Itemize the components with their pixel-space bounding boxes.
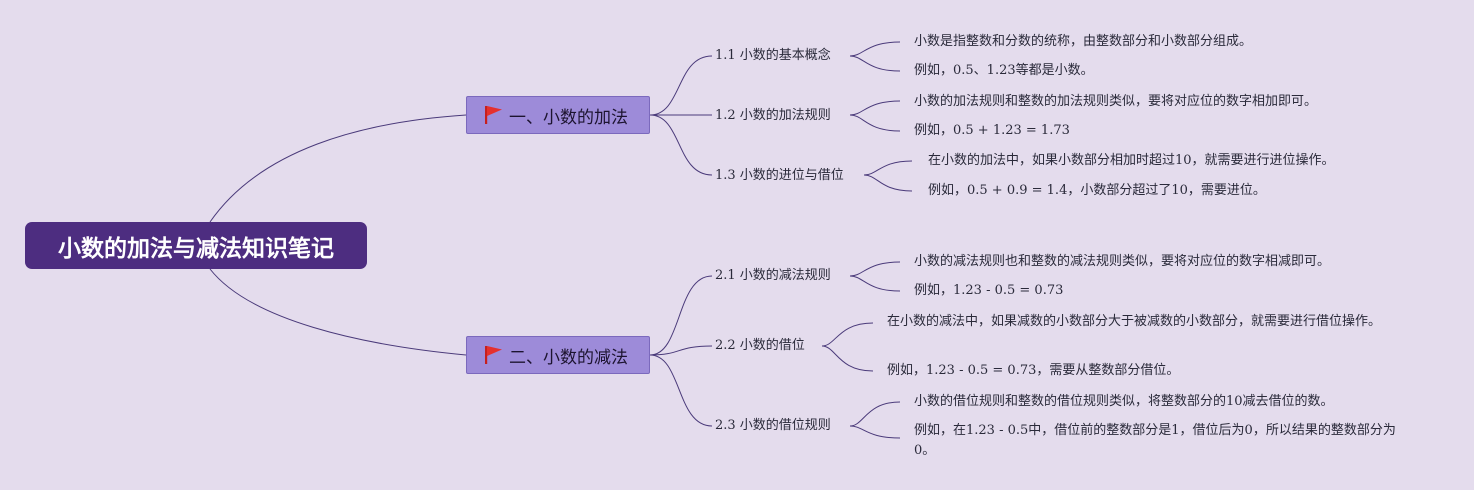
topic-1-2-note-line-2 <box>849 114 901 132</box>
topic-1-2-note-line-1 <box>849 100 901 116</box>
topic-label: 1.1 小数的基本概念 <box>715 48 831 63</box>
note-text: 小数的减法规则也和整数的减法规则类似，要将对应位的数字相减即可。 <box>914 254 1331 269</box>
branch-1-to-topic-line-1 <box>649 55 713 116</box>
root-to-branch-2-line <box>209 268 467 356</box>
note-1-3-a[interactable]: 在小数的加法中，如果小数部分相加时超过10，就需要进行进位操作。 <box>928 151 1335 171</box>
note-1-2-a[interactable]: 小数的加法规则和整数的加法规则类似，要将对应位的数字相加即可。 <box>914 92 1317 112</box>
branch-label: 一、小数的加法 <box>509 107 628 128</box>
topic-label: 1.3 小数的进位与借位 <box>715 168 844 183</box>
note-2-2-b[interactable]: 例如，1.23 - 0.5 = 0.73，需要从整数部分借位。 <box>887 361 1179 381</box>
topic-1-3[interactable]: 1.3 小数的进位与借位 <box>715 168 844 184</box>
note-2-1-b[interactable]: 例如，1.23 - 0.5 = 0.73 <box>914 281 1063 301</box>
topic-1-1[interactable]: 1.1 小数的基本概念 <box>715 48 831 64</box>
note-text: 小数是指整数和分数的统称，由整数部分和小数部分组成。 <box>914 34 1253 49</box>
root-label: 小数的加法与减法知识笔记 <box>58 235 334 262</box>
red-flag-icon <box>484 105 503 125</box>
note-1-3-b[interactable]: 例如，0.5 + 0.9 = 1.4，小数部分超过了10，需要进位。 <box>928 181 1266 201</box>
note-text: 在小数的减法中，如果减数的小数部分大于被减数的小数部分，就需要进行借位操作。 <box>887 314 1382 329</box>
topic-2-3[interactable]: 2.3 小数的借位规则 <box>715 418 831 434</box>
branch-subtraction[interactable]: 二、小数的减法 <box>466 336 650 374</box>
topic-label: 2.1 小数的减法规则 <box>715 268 831 283</box>
root-node[interactable]: 小数的加法与减法知识笔记 <box>25 222 367 269</box>
branch-label: 二、小数的减法 <box>509 347 628 368</box>
topic-2-1-note-line-1 <box>849 261 901 277</box>
topic-1-2[interactable]: 1.2 小数的加法规则 <box>715 108 831 124</box>
topic-2-2-note-line-2 <box>821 345 874 372</box>
note-text: 小数的加法规则和整数的加法规则类似，要将对应位的数字相加即可。 <box>914 94 1318 109</box>
note-text: 例如，1.23 - 0.5 = 0.73 <box>914 283 1064 298</box>
topic-label: 2.3 小数的借位规则 <box>715 418 831 433</box>
note-2-3-b[interactable]: 例如，在1.23 - 0.5中，借位前的整数部分是1，借位后为0，所以结果的整数… <box>914 421 1414 461</box>
topic-label: 1.2 小数的加法规则 <box>715 108 831 123</box>
topic-2-2-note-line-1 <box>821 322 874 347</box>
topic-1-3-note-line-2 <box>863 174 913 192</box>
topic-2-1[interactable]: 2.1 小数的减法规则 <box>715 268 831 284</box>
note-text: 例如，1.23 - 0.5 = 0.73，需要从整数部分借位。 <box>887 363 1180 378</box>
note-1-2-b[interactable]: 例如，0.5 + 1.23 = 1.73 <box>914 121 1070 141</box>
topic-2-3-note-line-2 <box>849 425 901 439</box>
branch-2-to-topic-line-2 <box>649 345 713 356</box>
root-to-branch-1-line <box>209 114 467 223</box>
note-1-1-a[interactable]: 小数是指整数和分数的统称，由整数部分和小数部分组成。 <box>914 32 1252 52</box>
note-1-1-b[interactable]: 例如，0.5、1.23等都是小数。 <box>914 61 1094 81</box>
note-2-2-a[interactable]: 在小数的减法中，如果减数的小数部分大于被减数的小数部分，就需要进行借位操作。 <box>887 312 1387 332</box>
topic-2-2[interactable]: 2.2 小数的借位 <box>715 338 805 354</box>
branch-1-to-topic-line-3 <box>649 114 713 176</box>
topic-1-3-note-line-1 <box>863 160 913 176</box>
branch-2-to-topic-line-3 <box>649 354 713 427</box>
topic-1-1-note-line-1 <box>849 41 901 57</box>
note-2-1-a[interactable]: 小数的减法规则也和整数的减法规则类似，要将对应位的数字相减即可。 <box>914 252 1330 272</box>
topic-1-1-note-line-2 <box>849 55 901 72</box>
note-text: 小数的借位规则和整数的借位规则类似，将整数部分的10减去借位的数。 <box>914 394 1334 409</box>
red-flag-icon <box>484 345 503 365</box>
note-text: 例如，在1.23 - 0.5中，借位前的整数部分是1，借位后为0，所以结果的整数… <box>914 423 1396 458</box>
note-text: 在小数的加法中，如果小数部分相加时超过10，就需要进行进位操作。 <box>928 153 1335 168</box>
note-text: 例如，0.5、1.23等都是小数。 <box>914 63 1094 78</box>
note-text: 例如，0.5 + 1.23 = 1.73 <box>914 123 1070 138</box>
branch-2-to-topic-line-1 <box>649 275 713 356</box>
topic-label: 2.2 小数的借位 <box>715 338 805 353</box>
topic-2-3-note-line-1 <box>849 401 901 427</box>
branch-addition[interactable]: 一、小数的加法 <box>466 96 650 134</box>
note-2-3-a[interactable]: 小数的借位规则和整数的借位规则类似，将整数部分的10减去借位的数。 <box>914 392 1334 412</box>
note-text: 例如，0.5 + 0.9 = 1.4，小数部分超过了10，需要进位。 <box>928 183 1266 198</box>
topic-2-1-note-line-2 <box>849 275 901 292</box>
